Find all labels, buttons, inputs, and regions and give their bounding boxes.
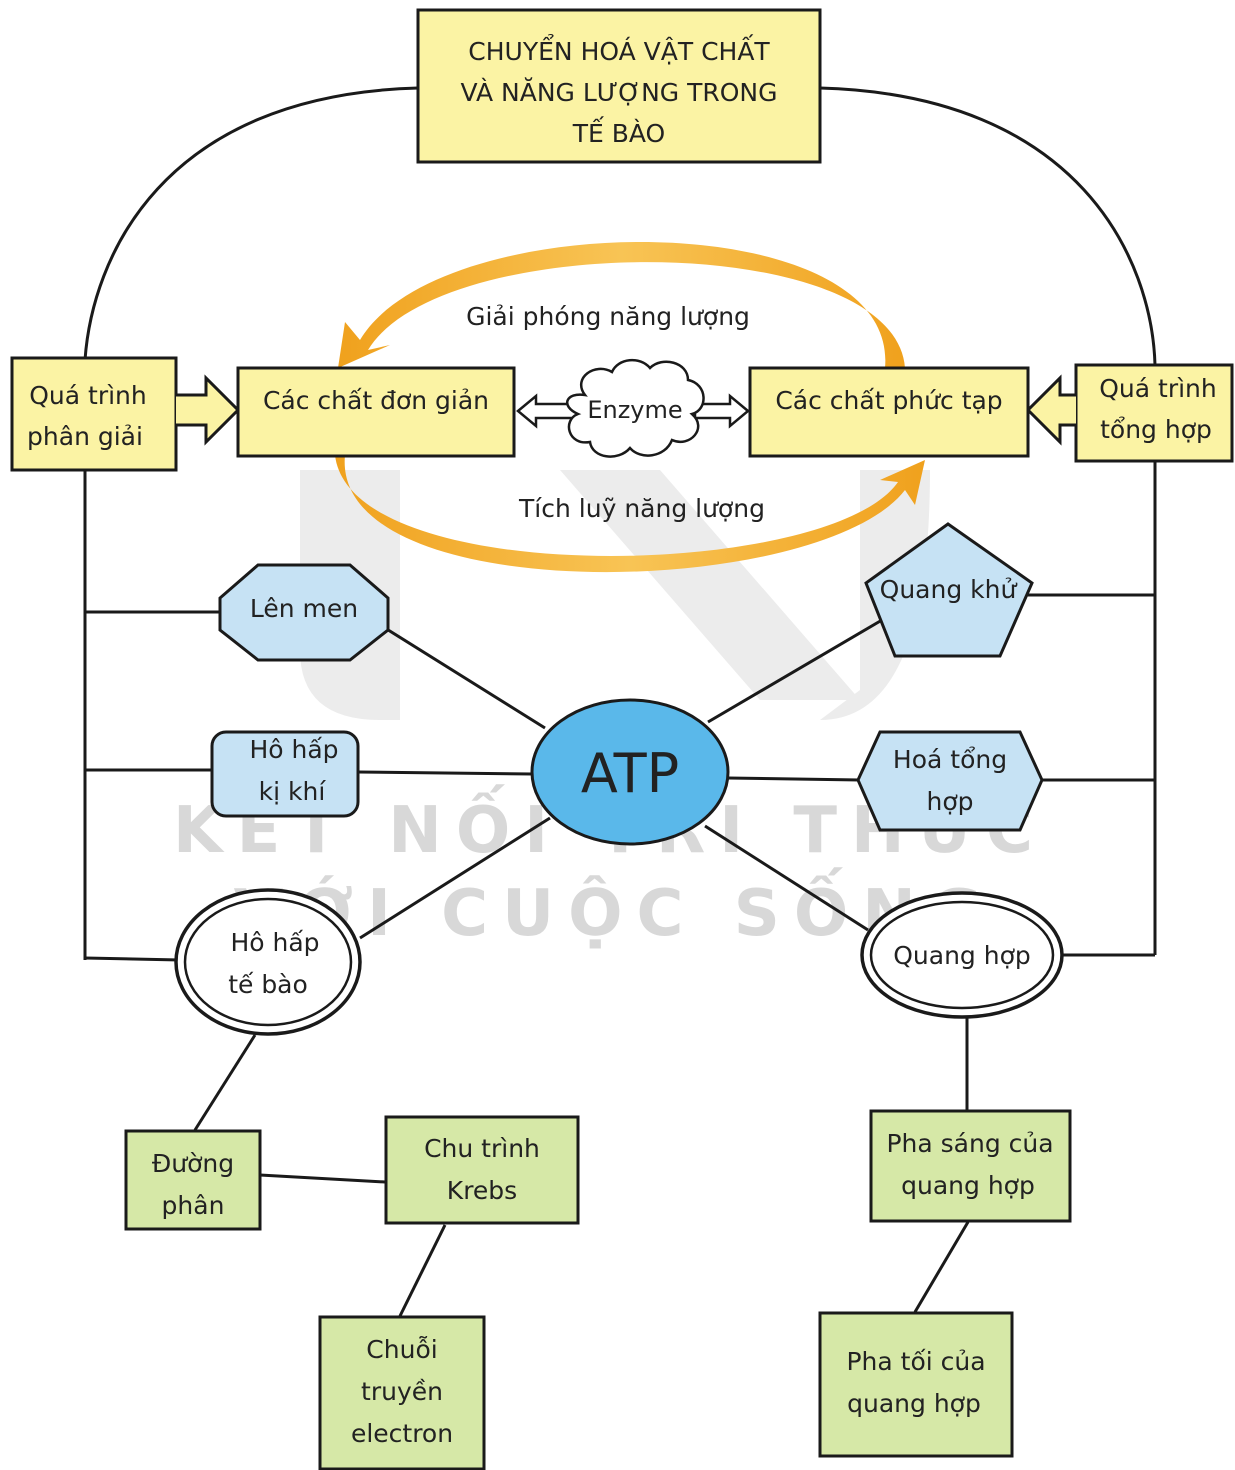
watermark-logo [300,470,930,720]
chemosynthesis-node: Hoá tổng hợp [856,730,1044,832]
anaerobic-shape [210,730,360,818]
atp-to-cell-respiration [359,816,551,940]
light-phase-frame [869,1109,1072,1223]
anabolism-arrow [1025,374,1076,446]
light-to-dark-phase [913,1221,970,1313]
glycolysis-frame [124,1129,262,1231]
krebs-node: Chu trình Krebs [384,1115,580,1225]
title-box-frame [416,8,822,164]
atp-to-photosynthesis [704,824,869,932]
atp-node: ATP [530,698,730,846]
atp-shape [530,698,730,846]
glycolysis-to-krebs [259,1173,386,1184]
photosynthesis-label: Quang hợp [893,941,1031,970]
catabolism-arrow [176,374,241,446]
simple-substances-label: Các chất đơn giản [263,386,489,415]
dark-phase-line1: Pha tối của [846,1347,985,1376]
simple-substances-frame [236,366,516,458]
respiration-to-glycolysis [193,1034,257,1131]
enzyme-cloud [566,359,705,458]
chemosynthesis-shape [856,730,1044,832]
glycolysis-node: Đường phân [124,1129,262,1231]
catabolism-box-frame [10,356,178,472]
fermentation-shape [218,563,390,662]
krebs-frame [384,1115,580,1225]
anabolism-line2: tổng hợp [1100,415,1212,444]
cell-respiration-line2: tế bào [228,970,308,999]
cell-respiration-inner [183,897,353,1027]
dark-phase-node: Pha tối của quang hợp [818,1311,1014,1458]
complex-substances-label: Các chất phức tạp [775,386,1002,415]
electron-chain-node: Chuỗi truyền electron [318,1315,486,1470]
energy-storage-label: Tích luỹ năng lượng [518,494,765,523]
atp-to-photoreduction [707,618,883,724]
dark-phase-frame [818,1311,1014,1458]
chemosynthesis-line2: hợp [926,787,973,816]
glycolysis-line2: phân [162,1191,225,1220]
photoreduction-shape [864,522,1034,658]
photoreduction-label: Quang khử [880,575,1018,604]
fermentation-node: Lên men [218,563,390,662]
anabolism-box-frame [1074,363,1234,463]
anaerobic-line1: Hô hấp [249,735,338,764]
atp-to-fermentation [384,626,546,730]
title-box: CHUYỂN HOÁ VẬT CHẤT VÀ NĂNG LƯỢNG TRONG … [416,8,822,164]
storage-arrow [335,455,925,573]
catabolism-line1: Quá trình [29,381,147,410]
chemosynthesis-line1: Hoá tổng [893,745,1007,774]
enzyme-label: Enzyme [587,396,682,424]
simple-substances-box: Các chất đơn giản [236,366,516,458]
connector-lines [83,86,1157,1317]
complex-substances-box: Các chất phức tạp [748,366,1030,458]
arc-left [83,86,419,361]
light-phase-line1: Pha sáng của [886,1129,1053,1158]
anabolism-line1: Quá trình [1099,374,1217,403]
dark-phase-line2: quang hợp [847,1389,981,1418]
catabolism-line2: phân giải [27,422,143,451]
photosynthesis-inner [869,900,1055,1010]
atp-label: ATP [581,742,679,805]
cell-respiration-node: Hô hấp tế bào [174,888,362,1036]
light-phase-node: Pha sáng của quang hợp [869,1109,1072,1223]
catabolism-box: Quá trình phân giải [10,356,241,472]
photosynthesis-node: Quang hợp [860,891,1064,1019]
energy-cycle: Giải phóng năng lượng Tích luỹ năng lượn… [335,242,925,573]
watermark-line2: VỚI CUỘC SỐNG [234,867,997,951]
light-phase-line2: quang hợp [901,1171,1035,1200]
cell-respiration-line1: Hô hấp [230,928,319,957]
photoreduction-node: Quang khử [864,522,1034,658]
energy-release-label: Giải phóng năng lượng [466,302,750,331]
complex-substances-frame [748,366,1030,458]
krebs-to-electron-chain [398,1224,447,1317]
title-line2: VÀ NĂNG LƯỢNG TRONG [461,77,778,107]
title-line3: TẾ BÀO [572,116,666,148]
electron-chain-line2: truyền [361,1377,443,1406]
anaerobic-node: Hô hấp kị khí [210,730,360,818]
atp-to-chemosynthesis [727,776,861,782]
electron-chain-frame [318,1315,486,1470]
krebs-line2: Krebs [447,1176,517,1205]
anaerobic-line2: kị khí [259,777,327,806]
title-line1: CHUYỂN HOÁ VẬT CHẤT [468,34,770,66]
release-arrow [338,242,905,368]
arc-right [819,86,1157,366]
glycolysis-line1: Đường [152,1149,234,1178]
enzyme-exchange: Enzyme [516,359,750,458]
line-to-cell-respiration [84,956,181,962]
atp-to-anaerobic [357,770,533,776]
fermentation-label: Lên men [250,594,358,623]
krebs-line1: Chu trình [424,1134,540,1163]
electron-chain-line1: Chuỗi [366,1335,437,1364]
anabolism-box: Quá trình tổng hợp [1025,363,1234,463]
electron-chain-line3: electron [351,1419,453,1448]
